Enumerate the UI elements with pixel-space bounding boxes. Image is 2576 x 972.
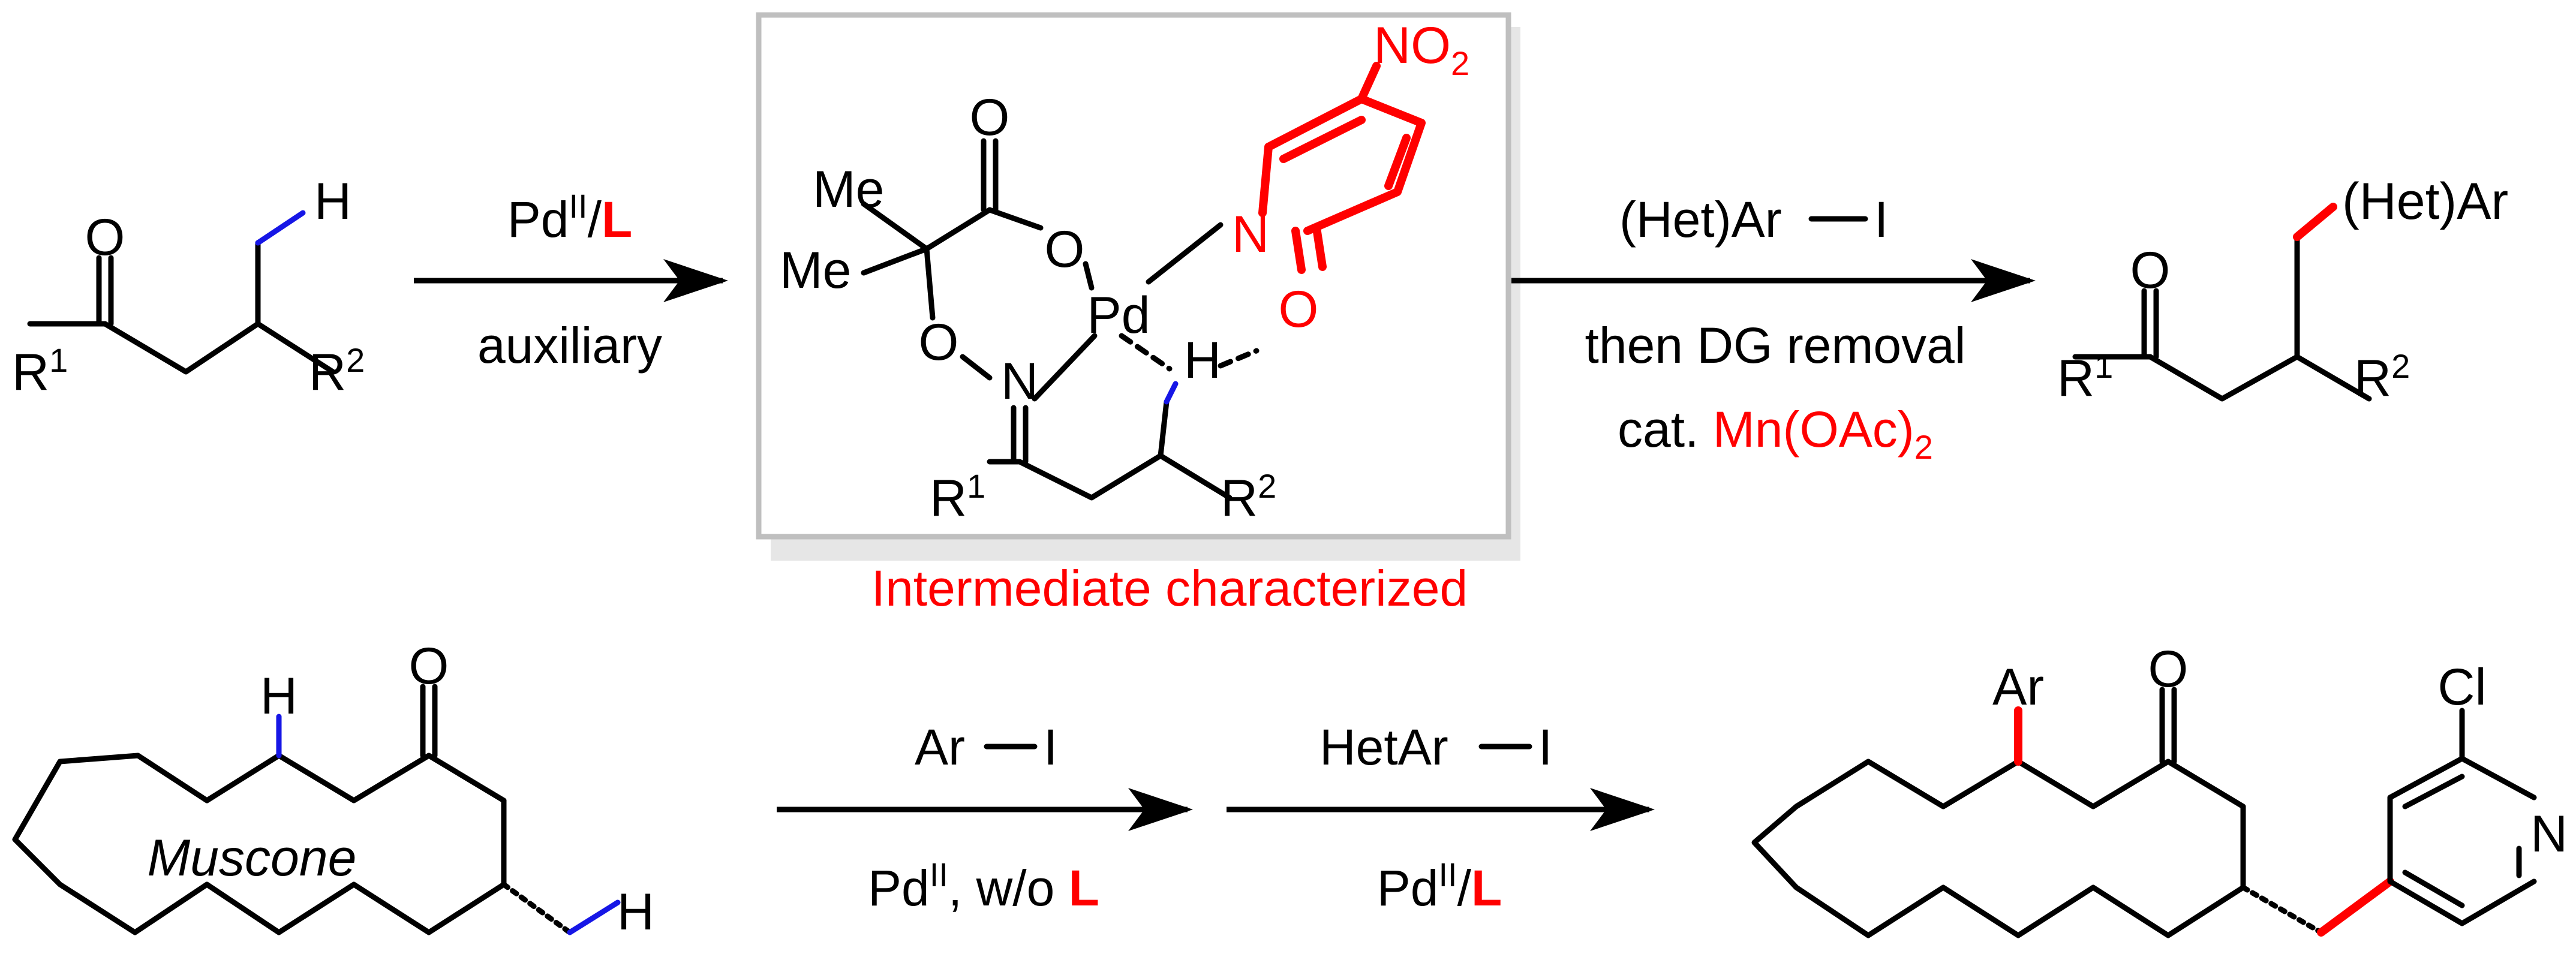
arrow-2-dg-removal: then DG removal	[1585, 317, 1966, 374]
int-r2: R2	[1221, 467, 1276, 527]
final-oxygen: O	[2148, 640, 2189, 698]
arrow-3-conditions: PdII, w/o L	[868, 856, 1099, 916]
prod-hetar: (Het)Ar	[2342, 173, 2508, 230]
sm-r2: R2	[309, 341, 365, 401]
final-ar: Ar	[1992, 658, 2044, 716]
int-o-ester: O	[1045, 221, 1085, 278]
int-pd: Pd	[1087, 287, 1150, 344]
arrow-1: PdII/L auxiliary	[414, 187, 728, 374]
int-o-carbonyl: O	[970, 89, 1010, 146]
sm-hydrogen: H	[314, 173, 351, 230]
prod-r2: R2	[2354, 347, 2410, 407]
arrow-4-conditions: PdII/L	[1377, 856, 1502, 916]
arrow-3: Ar I PdII, w/o L	[777, 719, 1193, 916]
intermediate-box: Me Me O O O N Pd H N O NO2 R1 R2	[756, 12, 1520, 561]
arrow-2-reagent: (Het)Ar	[1619, 191, 1782, 248]
int-r1: R1	[930, 467, 985, 527]
prod-oxygen: O	[2130, 242, 2171, 299]
int-me-top: Me	[813, 161, 884, 218]
muscone-h-bottom: H	[617, 883, 654, 941]
muscone-oxygen: O	[409, 637, 449, 695]
int-no2: NO2	[1373, 17, 1469, 82]
int-n-oxime: N	[1001, 353, 1038, 410]
int-n-pyridone: N	[1232, 206, 1269, 263]
arylated-ketone: O (Het)Ar R1 R2	[2057, 173, 2508, 407]
muscone: O H H Muscone	[12, 637, 654, 941]
int-o-oxime: O	[919, 314, 959, 371]
arrow-1-auxiliary: auxiliary	[477, 317, 662, 374]
int-h: H	[1184, 332, 1221, 389]
final-chlorine: Cl	[2437, 658, 2486, 716]
muscone-h-top: H	[260, 667, 297, 725]
arrow-4: HetAr I PdII/L	[1227, 719, 1655, 916]
arrow-3-iodide: I	[1044, 719, 1057, 775]
prod-r1: R1	[2057, 347, 2113, 407]
int-o-pyridone: O	[1279, 281, 1319, 338]
final-nitrogen: N	[2530, 805, 2568, 863]
arrow-4-reagent: HetAr	[1319, 719, 1448, 775]
arrow-4-iodide: I	[1538, 719, 1552, 775]
sm-r1: R1	[12, 341, 68, 401]
muscone-name: Muscone	[148, 829, 357, 887]
arrow-1-catalyst: PdII/L	[507, 187, 633, 248]
arrow-2-iodide: I	[1874, 191, 1888, 248]
arrow-2-mn-catalyst: cat. Mn(OAc)2	[1618, 401, 1933, 466]
arrow-3-reagent: Ar	[915, 719, 965, 775]
int-me-bottom: Me	[780, 242, 851, 299]
intermediate-caption: Intermediate characterized	[871, 560, 1468, 616]
arrow-2: (Het)Ar I then DG removal cat. Mn(OAc)2	[1511, 191, 2036, 466]
starting-ketone: O H R1 R2	[12, 173, 365, 401]
diarylated-muscone: Ar O Cl N	[1751, 640, 2568, 938]
sm-oxygen: O	[85, 209, 125, 266]
